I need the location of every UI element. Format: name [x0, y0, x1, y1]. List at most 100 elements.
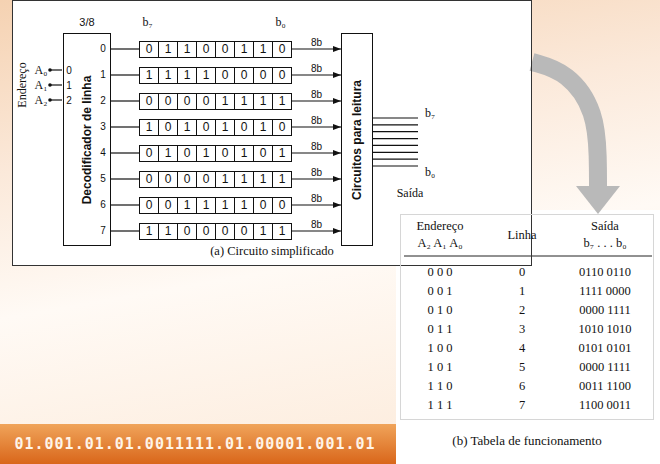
- table-cell: 1111 0000: [579, 284, 631, 299]
- decoder-output-pin: 3: [100, 121, 106, 132]
- bit-cell: 0: [216, 146, 235, 161]
- address-bit: A₀: [35, 63, 48, 78]
- data-bus: [292, 152, 341, 153]
- bit-cell: 1: [197, 68, 216, 83]
- bit-cell: 0: [273, 68, 292, 83]
- bit-cell: 0: [235, 68, 254, 83]
- bit-cell: 0: [197, 224, 216, 239]
- table-cell: 0000 1111: [579, 303, 631, 318]
- block-name: Circuitos para leitura: [350, 79, 364, 199]
- bus-width: 8b: [310, 37, 323, 48]
- decoder-input-pin: 2: [66, 95, 72, 106]
- bit-label: b₇: [425, 106, 435, 121]
- table-cell: 1 0 0: [428, 341, 453, 356]
- table-cell: 0110 0110: [579, 265, 631, 280]
- data-bus: [292, 178, 341, 179]
- bit-cell: 0: [254, 198, 273, 213]
- bus-width: 8b: [310, 141, 323, 152]
- table-cell: 0 1 1: [428, 322, 453, 337]
- bus-width: 8b: [310, 167, 323, 178]
- bit-cell: 0: [159, 172, 178, 187]
- table-cell: 7: [519, 398, 525, 413]
- bit-cell: 0: [197, 94, 216, 109]
- bit-cell: 1: [273, 172, 292, 187]
- bit-cell: 0: [159, 94, 178, 109]
- transition-arrow: [532, 62, 598, 186]
- bit-cell: 1: [216, 94, 235, 109]
- output-lines: [372, 118, 418, 166]
- bit-cell: 0: [140, 94, 159, 109]
- bit-label: b₇: [142, 15, 152, 30]
- table-cell: 4: [519, 341, 525, 356]
- data-bus: [292, 204, 341, 205]
- bit-cell: 0: [140, 198, 159, 213]
- table-cell: 0101 0101: [578, 341, 631, 356]
- bit-cell: 0: [216, 42, 235, 57]
- bit-cell: 1: [235, 94, 254, 109]
- binary-watermark: 01.001.01.01.0011111.01.00001.001.01: [14, 435, 375, 453]
- bit-cell: 0: [235, 120, 254, 135]
- decoder-output-pin: 6: [100, 199, 106, 210]
- bit-cell: 0: [140, 172, 159, 187]
- bit-cell: 1: [216, 198, 235, 213]
- bit-cell: 0: [235, 224, 254, 239]
- bit-cell: 1: [235, 146, 254, 161]
- word-line: [111, 74, 139, 75]
- data-bus: [292, 230, 341, 231]
- bit-cell: 1: [197, 146, 216, 161]
- word-line: [111, 204, 139, 205]
- data-bus: [292, 74, 341, 75]
- figure-caption: (a) Circuito simplificado: [210, 244, 334, 259]
- table-header: A₂ A₁ A₀: [417, 236, 462, 251]
- table-cell: 1: [519, 284, 525, 299]
- input-dots: [48, 68, 52, 102]
- decoder-output-pin: 2: [100, 95, 106, 106]
- bit-cell: 1: [140, 224, 159, 239]
- bit-cell: 1: [254, 224, 273, 239]
- table-cell: 0 0 1: [428, 284, 453, 299]
- table-cell: 1010 1010: [578, 322, 631, 337]
- bus-width: 8b: [310, 219, 323, 230]
- table-cell: 0 1 0: [428, 303, 453, 318]
- word-line: [111, 126, 139, 127]
- bit-cell: 1: [273, 146, 292, 161]
- bit-label: b₀: [425, 165, 435, 180]
- bit-cell: 0: [197, 172, 216, 187]
- address-label: Endereço: [416, 219, 463, 234]
- memory-row: 00001111: [139, 93, 292, 110]
- bit-cell: 1: [178, 42, 197, 57]
- bit-cell: 1: [216, 172, 235, 187]
- bit-cell: 1: [159, 68, 178, 83]
- table-cell: 0: [519, 265, 525, 280]
- bit-cell: 0: [178, 224, 197, 239]
- table-cell: 2: [519, 303, 525, 318]
- table-cell: 1 0 1: [428, 360, 453, 375]
- table-cell: 3: [519, 322, 525, 337]
- decoder-output-pin: 4: [100, 147, 106, 158]
- table-cell: 5: [519, 360, 525, 375]
- data-bus: [292, 100, 341, 101]
- output-label: Saída: [397, 186, 424, 201]
- bit-cell: 1: [140, 120, 159, 135]
- word-line: [111, 152, 139, 153]
- bit-cell: 0: [140, 146, 159, 161]
- bit-cell: 1: [273, 94, 292, 109]
- bit-cell: 1: [254, 120, 273, 135]
- bit-label: b₀: [275, 15, 285, 30]
- word-line: [111, 178, 139, 179]
- bit-cell: 1: [159, 146, 178, 161]
- word-line: [111, 230, 139, 231]
- address-bit: A₂: [35, 93, 48, 108]
- bit-cell: 1: [235, 172, 254, 187]
- table-ground: [396, 210, 660, 464]
- decoder-input-pin: 0: [66, 65, 72, 76]
- bit-cell: 0: [178, 146, 197, 161]
- table-cell: 0000 1111: [579, 360, 631, 375]
- bit-cell: 0: [254, 68, 273, 83]
- bit-cell: 0: [159, 198, 178, 213]
- decoder-output-pin: 1: [100, 69, 106, 80]
- bit-cell: 1: [254, 94, 273, 109]
- bit-cell: 1: [197, 198, 216, 213]
- decoder-input-pin: 1: [66, 80, 72, 91]
